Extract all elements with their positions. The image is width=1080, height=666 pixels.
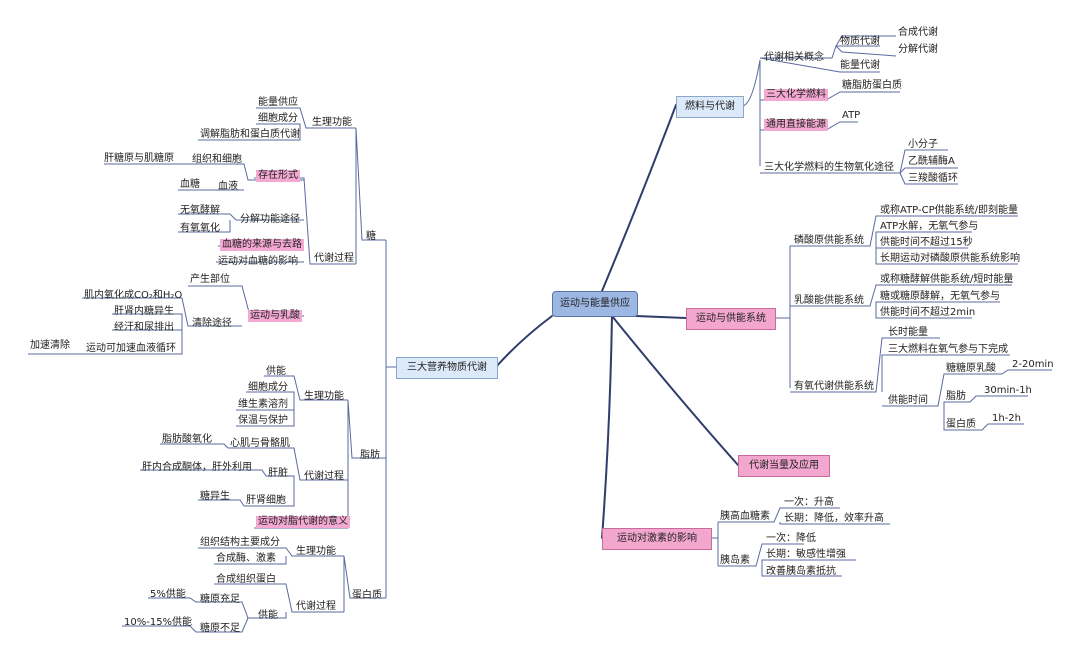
node-insulin-b[interactable]: 长期：敏感性增强 bbox=[766, 549, 846, 560]
node-fuels-content[interactable]: 糖脂肪蛋白质 bbox=[842, 80, 902, 91]
node-protein[interactable]: 蛋白质 bbox=[352, 590, 382, 601]
node-anabolism[interactable]: 合成代谢 bbox=[898, 27, 938, 38]
node-lactic-clear[interactable]: 清除途径 bbox=[192, 318, 232, 329]
node-phosphagen-a[interactable]: 或称ATP-CP供能系统/即刻能量 bbox=[880, 205, 1018, 216]
node-fat-kidney[interactable]: 肝肾细胞 bbox=[246, 495, 286, 506]
node-lactic-b[interactable]: 糖或糖原酵解，无氧气参与 bbox=[880, 291, 1000, 302]
node-small-molecule[interactable]: 小分子 bbox=[908, 139, 938, 150]
node-protein-sufficient-c[interactable]: 5%供能 bbox=[150, 589, 186, 600]
node-direct-energy[interactable]: 通用直接能源 bbox=[764, 119, 828, 131]
node-fat-liver-c[interactable]: 肝内合成酮体，肝外利用 bbox=[142, 462, 252, 473]
branch-energy-systems[interactable]: 运动与供能系统 bbox=[686, 308, 776, 330]
node-three-fuels[interactable]: 三大化学燃料 bbox=[764, 89, 828, 101]
node-energy-metabolism[interactable]: 能量代谢 bbox=[840, 60, 880, 71]
node-protein-phys-a[interactable]: 组织结构主要成分 bbox=[200, 537, 280, 548]
node-glucagon-b[interactable]: 长期：降低，效率升高 bbox=[784, 513, 884, 524]
node-protein-insufficient[interactable]: 糖原不足 bbox=[200, 623, 240, 634]
node-supply-time[interactable]: 供能时间 bbox=[888, 395, 928, 406]
node-insulin-c[interactable]: 改善胰岛素抵抗 bbox=[766, 566, 836, 577]
node-lactic-clear-d[interactable]: 运动可加速血液循环 bbox=[86, 343, 176, 354]
node-time-protein-value[interactable]: 1h-2h bbox=[992, 413, 1022, 424]
node-lactic-clear-a[interactable]: 肌内氧化成CO₂和H₂O bbox=[84, 290, 183, 301]
node-fat-phys-b[interactable]: 细胞成分 bbox=[248, 382, 288, 393]
node-tca-cycle[interactable]: 三羧酸循环 bbox=[908, 173, 958, 184]
node-protein-insufficient-c[interactable]: 10%-15%供能 bbox=[124, 617, 193, 628]
node-glucagon-a[interactable]: 一次：升高 bbox=[784, 497, 834, 508]
node-fat-phys-c[interactable]: 维生素溶剂 bbox=[238, 399, 288, 410]
node-sugar-phys-c[interactable]: 调解脂肪和蛋白质代谢 bbox=[200, 129, 300, 140]
node-substance-metabolism[interactable]: 物质代谢 bbox=[840, 36, 880, 47]
node-fat-liver[interactable]: 肝脏 bbox=[268, 468, 288, 479]
node-fat-phys-a[interactable]: 供能 bbox=[266, 366, 286, 377]
node-protein-phys-b[interactable]: 合成酶、激素 bbox=[216, 553, 276, 564]
node-lactic-system[interactable]: 乳酸能供能系统 bbox=[794, 295, 864, 306]
node-lactic-clear-b[interactable]: 肝肾内糖异生 bbox=[114, 306, 174, 317]
node-sugar-blood-c[interactable]: 血糖 bbox=[180, 179, 200, 190]
node-time-sugar[interactable]: 糖糖原乳酸 bbox=[946, 363, 996, 374]
node-protein-supply[interactable]: 供能 bbox=[258, 610, 278, 621]
node-sugar-phys-b[interactable]: 细胞成分 bbox=[258, 113, 298, 124]
node-fat-muscle[interactable]: 心肌与骨骼肌 bbox=[230, 438, 290, 449]
node-sugar-tissue-c[interactable]: 肝糖原与肌糖原 bbox=[104, 153, 174, 164]
node-sugar-decomp[interactable]: 分解功能途径 bbox=[240, 214, 300, 225]
branch-hormones[interactable]: 运动对激素的影响 bbox=[602, 528, 712, 550]
node-protein-proc[interactable]: 代谢过程 bbox=[296, 601, 336, 612]
node-sugar-phys[interactable]: 生理功能 bbox=[312, 117, 352, 128]
branch-fuel-metabolism[interactable]: 燃料与代谢 bbox=[676, 96, 744, 118]
node-time-protein[interactable]: 蛋白质 bbox=[946, 419, 976, 430]
node-time-fat[interactable]: 脂肪 bbox=[946, 391, 966, 402]
node-glucagon[interactable]: 胰高血糖素 bbox=[720, 511, 770, 522]
node-lactic-a[interactable]: 或称糖酵解供能系统/短时能量 bbox=[880, 274, 1014, 285]
node-aerobic-b[interactable]: 三大燃料在氧气参与下完成 bbox=[888, 344, 1008, 355]
node-time-sugar-value[interactable]: 2-20min bbox=[1012, 359, 1054, 370]
node-protein-sufficient[interactable]: 糖原充足 bbox=[200, 594, 240, 605]
node-sugar-effect[interactable]: 运动对血糖的影响 bbox=[218, 256, 298, 267]
node-lactic-produce[interactable]: 产生部位 bbox=[190, 274, 230, 285]
node-fat-meaning[interactable]: 运动对脂代谢的意义 bbox=[256, 516, 350, 528]
node-lactic-clear-c[interactable]: 经汗和尿排出 bbox=[114, 322, 174, 333]
node-sugar-source[interactable]: 血糖的来源与去路 bbox=[220, 239, 304, 251]
node-fat-phys[interactable]: 生理功能 bbox=[304, 391, 344, 402]
node-fat-phys-d[interactable]: 保温与保护 bbox=[238, 415, 288, 426]
node-phosphagen-b[interactable]: ATP水解，无氧气参与 bbox=[880, 221, 979, 232]
node-sugar[interactable]: 糖 bbox=[366, 231, 376, 242]
node-catabolism[interactable]: 分解代谢 bbox=[898, 44, 938, 55]
node-protein-phys[interactable]: 生理功能 bbox=[296, 546, 336, 557]
node-sugar-phys-a[interactable]: 能量供应 bbox=[258, 97, 298, 108]
node-insulin-a[interactable]: 一次：降低 bbox=[766, 533, 816, 544]
branch-met-equivalent[interactable]: 代谢当量及应用 bbox=[738, 455, 830, 477]
node-time-fat-value[interactable]: 30min-1h bbox=[984, 385, 1032, 396]
branch-three-nutrients[interactable]: 三大营养物质代谢 bbox=[396, 357, 498, 379]
node-fat[interactable]: 脂肪 bbox=[360, 450, 380, 461]
node-fat-muscle-c[interactable]: 脂肪酸氧化 bbox=[162, 434, 212, 445]
node-sugar-lactic[interactable]: 运动与乳酸 bbox=[248, 310, 302, 322]
node-phosphagen-system[interactable]: 磷酸原供能系统 bbox=[794, 235, 864, 246]
node-protein-proc-a[interactable]: 合成组织蛋白 bbox=[216, 574, 276, 585]
node-sugar-aerobic[interactable]: 有氧氧化 bbox=[180, 223, 220, 234]
node-sugar-tissue[interactable]: 组织和细胞 bbox=[192, 154, 242, 165]
node-atp[interactable]: ATP bbox=[842, 110, 861, 121]
node-phosphagen-c[interactable]: 供能时间不超过15秒 bbox=[880, 237, 973, 248]
node-insulin[interactable]: 胰岛素 bbox=[720, 555, 750, 566]
center-node[interactable]: 运动与能量供应 bbox=[552, 291, 638, 317]
node-lactic-c[interactable]: 供能时间不超过2min bbox=[880, 307, 976, 318]
node-phosphagen-d[interactable]: 长期运动对磷酸原供能系统影响 bbox=[880, 253, 1020, 264]
node-aerobic-a[interactable]: 长时能量 bbox=[888, 327, 928, 338]
node-acetyl-coa[interactable]: 乙酰辅酶A bbox=[908, 156, 955, 167]
node-fat-proc[interactable]: 代谢过程 bbox=[304, 471, 344, 482]
node-lactic-clear-d2[interactable]: 加速清除 bbox=[30, 340, 70, 351]
node-aerobic-system[interactable]: 有氧代谢供能系统 bbox=[794, 381, 874, 392]
node-metabolism-concepts[interactable]: 代谢相关概念 bbox=[764, 52, 824, 63]
node-sugar-anaerobic[interactable]: 无氧酵解 bbox=[180, 205, 220, 216]
node-oxidation-pathway[interactable]: 三大化学燃料的生物氧化途径 bbox=[764, 162, 894, 173]
node-sugar-blood[interactable]: 血液 bbox=[218, 181, 238, 192]
node-sugar-proc[interactable]: 代谢过程 bbox=[314, 253, 354, 264]
node-fat-kidney-c[interactable]: 糖异生 bbox=[200, 491, 230, 502]
node-sugar-exist[interactable]: 存在形式 bbox=[256, 170, 300, 182]
